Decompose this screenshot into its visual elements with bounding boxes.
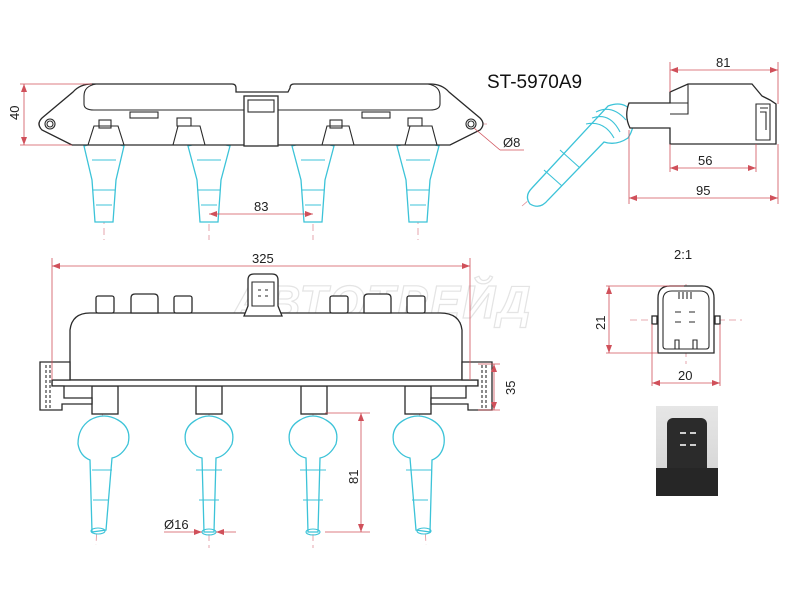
dim-connector-width: 20 xyxy=(678,368,692,383)
connector-dimensions: 21 20 xyxy=(593,285,721,386)
front-boots xyxy=(77,415,445,536)
dim-front-length: 325 xyxy=(252,251,274,266)
connector-photo-body xyxy=(667,418,707,470)
connector-photo xyxy=(656,406,718,496)
front-view-dimensions: 325 35 81 Ø16 xyxy=(51,251,518,535)
dim-side-inner: 56 xyxy=(698,153,712,168)
photo-pin xyxy=(680,444,686,446)
dim-flange-height: 35 xyxy=(503,381,518,395)
dim-coil-pitch: 83 xyxy=(254,199,268,214)
front-view xyxy=(39,273,493,548)
top-view-dimensions: 40 83 Ø8 xyxy=(7,83,524,217)
dim-top-height: 40 xyxy=(7,106,22,120)
dim-side-width: 81 xyxy=(716,55,730,70)
dim-side-overall: 95 xyxy=(696,183,710,198)
top-view xyxy=(38,83,488,240)
side-view xyxy=(521,83,777,207)
photo-pin xyxy=(690,444,696,446)
connector-photo-base xyxy=(656,468,718,496)
photo-pin xyxy=(680,432,686,434)
connector-scale: 2:1 xyxy=(674,247,692,262)
side-view-dimensions: 81 56 95 xyxy=(628,55,779,204)
dim-boot-tip-diameter: Ø16 xyxy=(164,517,189,532)
photo-pin xyxy=(690,432,696,434)
part-number-title: ST-5970A9 xyxy=(487,72,582,93)
dim-hole-diameter: Ø8 xyxy=(503,135,520,150)
dim-connector-height: 21 xyxy=(593,316,608,330)
connector-detail: 2:1 xyxy=(630,247,742,364)
dim-boot-length: 81 xyxy=(346,470,361,484)
